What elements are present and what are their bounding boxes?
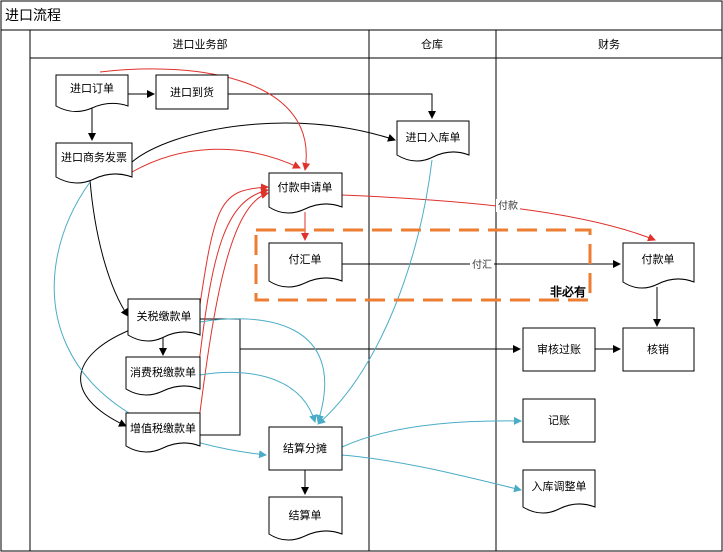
edge-label-remit: 付汇 <box>472 258 492 271</box>
node-payment-label: 付款单 <box>642 252 675 266</box>
node-allocation-label: 结算分摊 <box>283 441 327 455</box>
node-consumption-tax[interactable]: 消费税缴款单 <box>125 356 201 396</box>
node-booking[interactable]: 记账 <box>522 398 596 443</box>
node-customs-duty[interactable]: 关税缴款单 <box>127 298 201 342</box>
node-write-off[interactable]: 核销 <box>622 327 695 372</box>
edge-labels: 付款 付汇 <box>470 199 520 271</box>
node-payment-request-label: 付款申请单 <box>278 180 333 194</box>
node-remittance-label: 付汇单 <box>289 253 322 266</box>
node-audit-posting[interactable]: 审核过账 <box>522 327 596 372</box>
node-order[interactable]: 进口订单 <box>55 74 129 112</box>
node-payment-request[interactable]: 付款申请单 <box>268 172 343 214</box>
lane-header-business: 进口业务部 <box>173 37 228 51</box>
node-invoice-label: 进口商务发票 <box>61 150 127 164</box>
node-order-label: 进口订单 <box>70 82 114 95</box>
node-vat[interactable]: 增值税缴款单 <box>125 412 201 453</box>
node-arrival-label: 进口到货 <box>170 85 214 99</box>
node-customs-duty-label: 关税缴款单 <box>137 309 192 323</box>
node-inbound-label: 进口入库单 <box>406 131 461 144</box>
lane-header-finance: 财务 <box>598 37 620 51</box>
optional-region <box>254 228 592 302</box>
node-arrival[interactable]: 进口到货 <box>155 74 229 110</box>
node-remittance[interactable]: 付汇单 <box>268 242 343 288</box>
node-consumption-tax-label: 消费税缴款单 <box>130 365 196 379</box>
node-settlement-label: 结算单 <box>289 508 322 522</box>
node-booking-label: 记账 <box>548 414 570 427</box>
node-vat-label: 增值税缴款单 <box>130 421 196 435</box>
node-inbound-adjust-label: 入库调整单 <box>532 479 587 493</box>
diagram-title: 进口流程 <box>5 8 61 24</box>
node-inbound-adjust[interactable]: 入库调整单 <box>522 469 596 514</box>
node-allocation[interactable]: 结算分摊 <box>268 426 343 471</box>
node-inbound[interactable]: 进口入库单 <box>396 120 470 162</box>
node-payment[interactable]: 付款单 <box>622 242 695 289</box>
node-invoice[interactable]: 进口商务发票 <box>55 142 133 184</box>
lane-header-warehouse: 仓库 <box>421 37 443 51</box>
node-write-off-label: 核销 <box>647 342 669 356</box>
node-settlement[interactable]: 结算单 <box>268 496 343 541</box>
optional-region-label: 非必有 <box>550 284 586 299</box>
node-audit-posting-label: 审核过账 <box>537 342 581 356</box>
edge-label-pay: 付款 <box>498 199 518 212</box>
